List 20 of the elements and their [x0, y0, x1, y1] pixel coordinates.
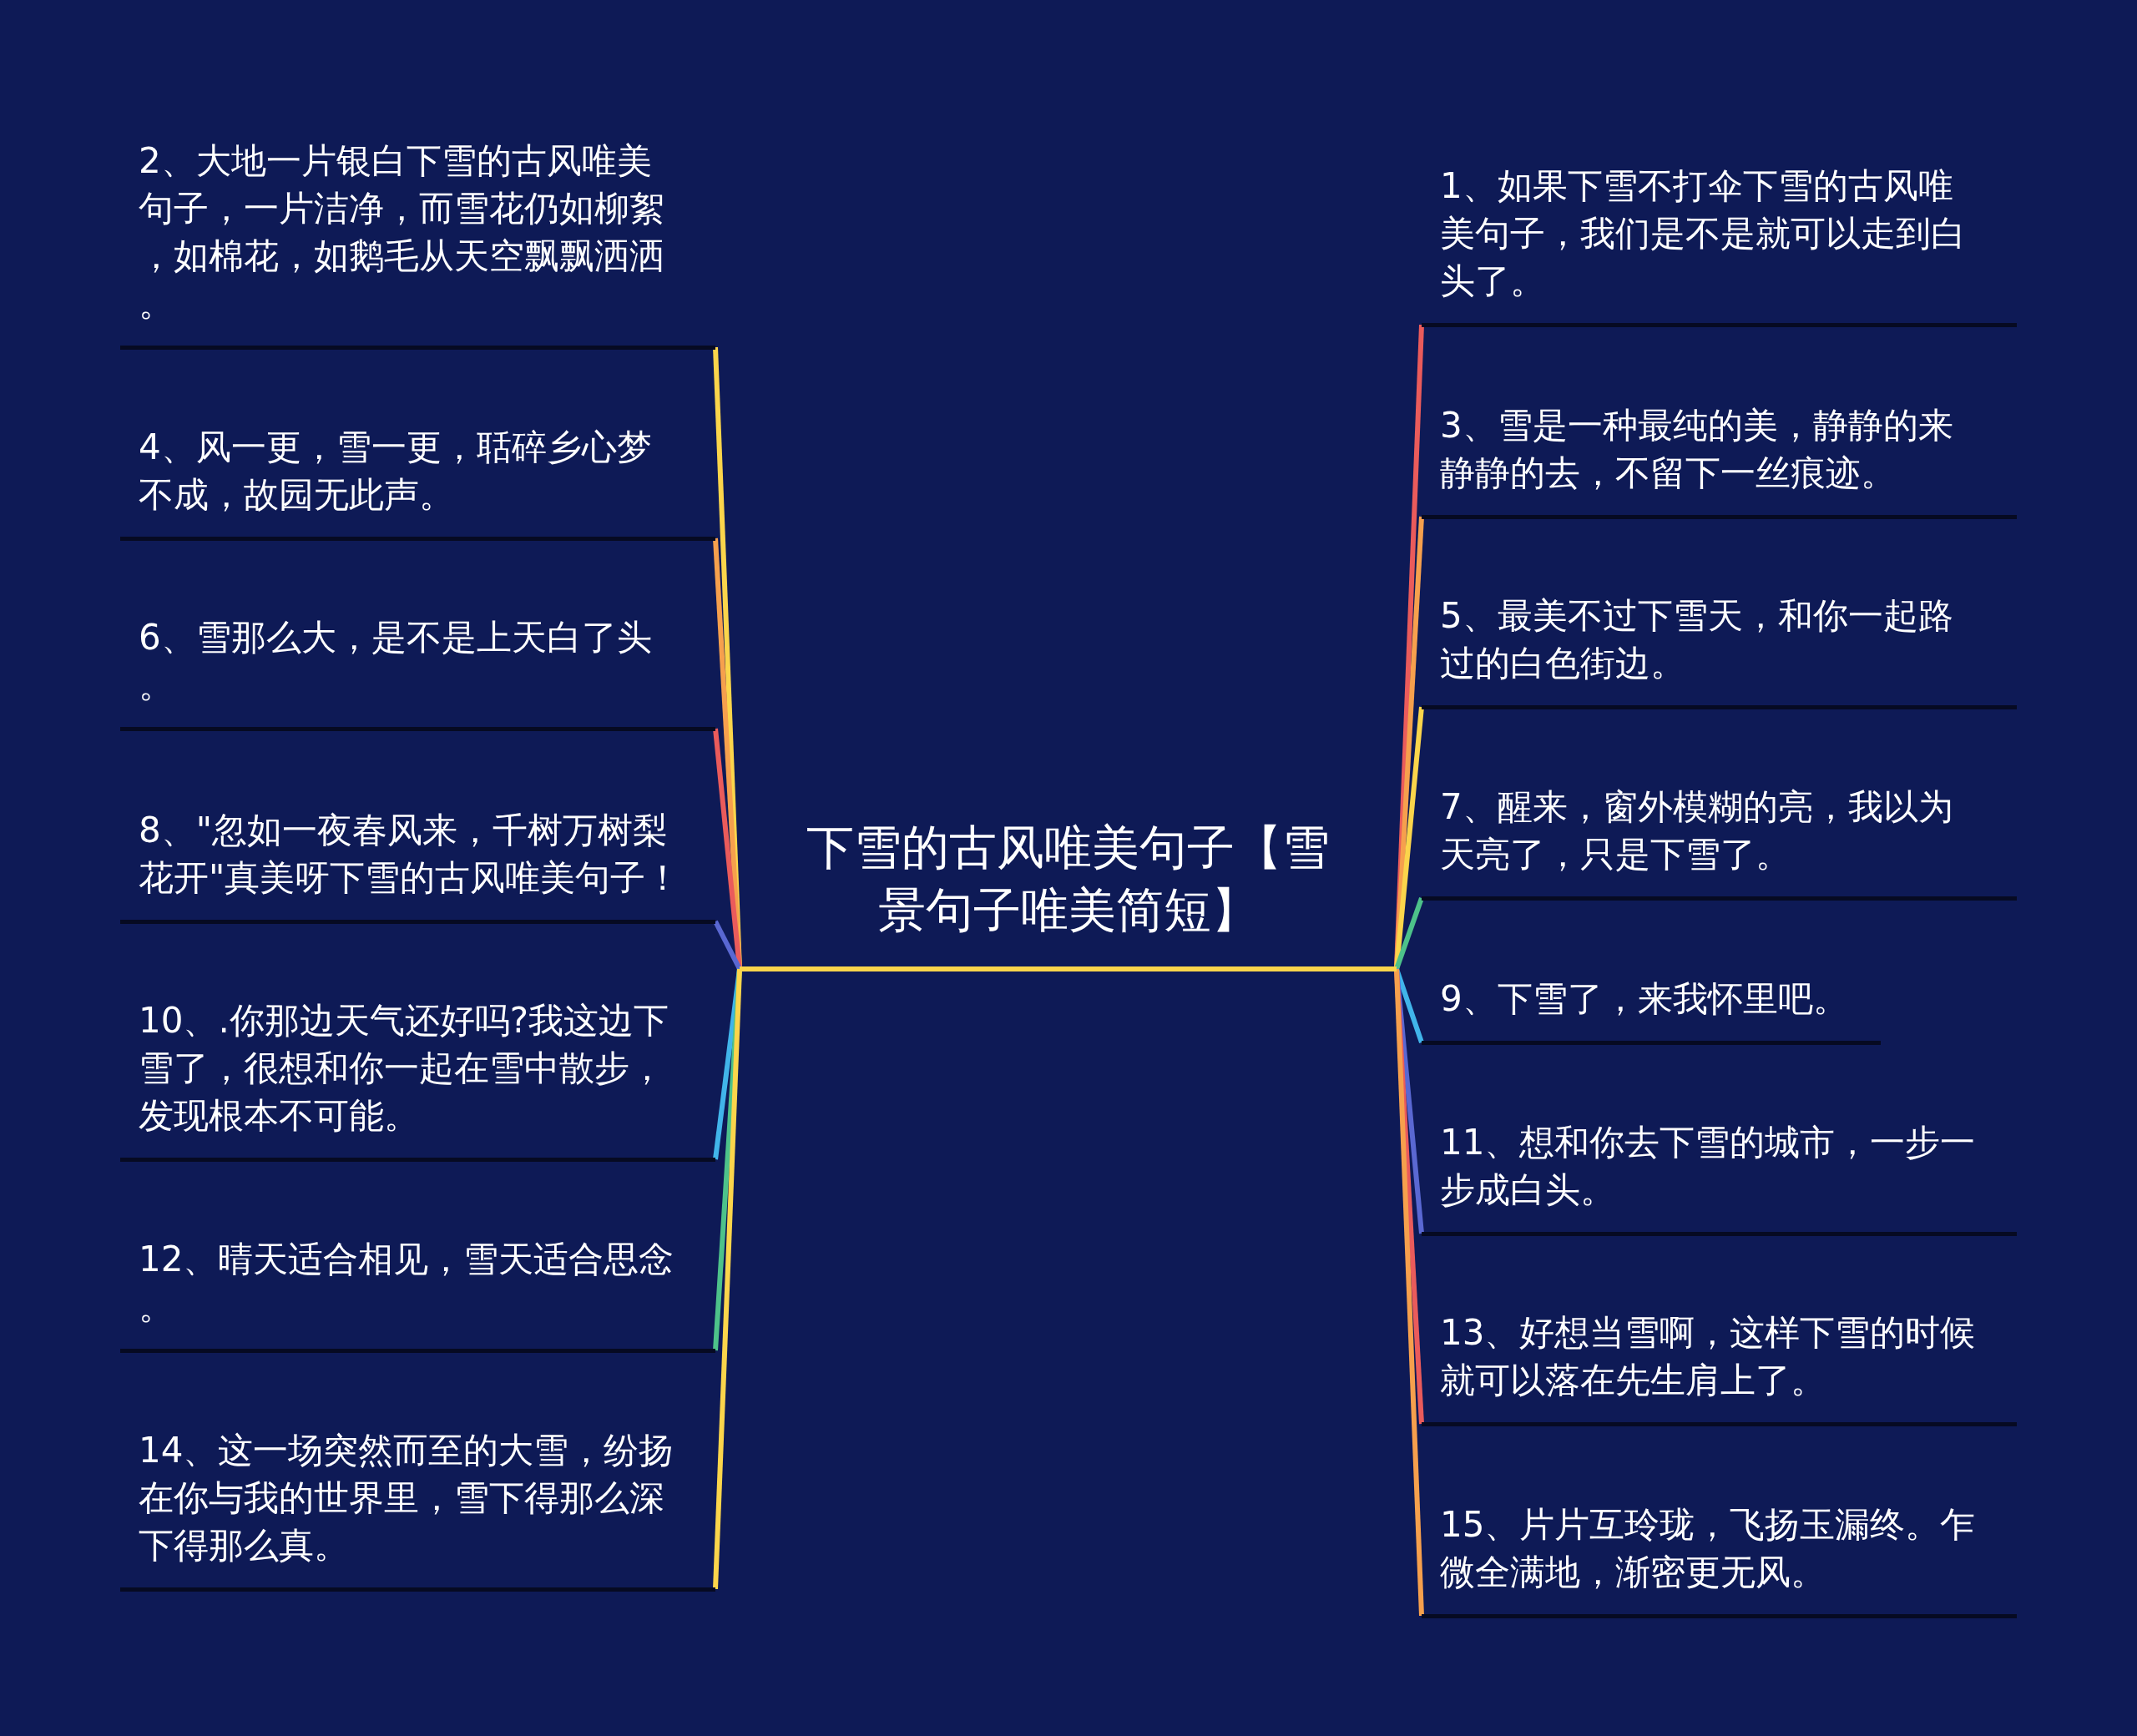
- topic-text: 15、片片互玲珑，飞扬玉漏终。乍微全满地，渐密更无风。: [1440, 1502, 1977, 1594]
- topic-text: 7、醒来，窗外模糊的亮，我以为天亮了，只是下雪了。: [1440, 785, 1954, 876]
- topic-text: 10、.你那边天气还好吗?我这边下雪了，很想和你一起在雪中散步，发现根本不可能。: [139, 998, 670, 1138]
- connector-line: [713, 968, 742, 1590]
- topic-text: 3、雪是一种最纯的美，静静的来静静的去，不留下一丝痕迹。: [1440, 403, 1954, 495]
- topic-text: 14、这一场突然而至的大雪，纷扬在你与我的世界里，雪下得那么深下得那么真。: [139, 1428, 675, 1567]
- topic-text: 2、大地一片银白下雪的古风唯美句子，一片洁净，而雪花仍如柳絮，如棉花，如鹅毛从天空飘飘洒洒。: [139, 139, 665, 326]
- topic-text: 5、最美不过下雪天，和你一起路过的白色街边。: [1440, 593, 1954, 685]
- connector-line: [1394, 897, 1424, 970]
- topic-text: 12、晴天适合相见，雪天适合思念。: [139, 1237, 675, 1329]
- topic-text: 4、风一更，雪一更，聒碎乡心梦不成，故园无此声。: [139, 425, 653, 517]
- topic-text: 9、下雪了，来我怀里吧。: [1440, 976, 1848, 1021]
- connector-line: [1394, 968, 1424, 1617]
- connector-line: [713, 920, 742, 971]
- topic-text: 8、"忽如一夜春风来，千树万树梨花开"真美呀下雪的古风唯美句子！: [139, 808, 682, 900]
- topic-text: 1、如果下雪不打伞下雪的古风唯美句子，我们是不是就可以走到白头了。: [1440, 164, 1967, 303]
- topic-text: 下雪的古风唯美句子【雪景句子唯美简短】: [806, 819, 1331, 939]
- topic-text: 11、想和你去下雪的城市，一步一步成白头。: [1440, 1120, 1977, 1212]
- topic-text: 13、好想当雪啊，这样下雪的时候就可以落在先生肩上了。: [1440, 1310, 1977, 1402]
- topic-text: 6、雪那么大，是不是上天白了头。: [139, 615, 653, 707]
